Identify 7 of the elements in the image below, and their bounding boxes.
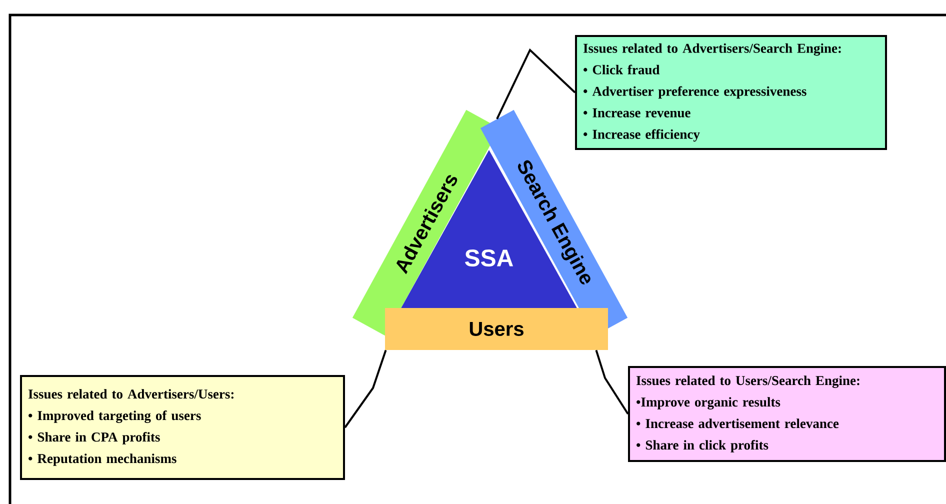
callout-box: Issues related to Advertisers/Users: • Improved targeting of users • Share in CPA profits • Reputation mechanisms (20, 375, 345, 480)
band: Users (385, 308, 608, 350)
callout-box: Issues related to Advertisers/Search Engine: • Click fraud • Advertiser preference expressiveness • Increase revenue • Increase efficiency (575, 35, 887, 150)
leader-line (595, 350, 629, 415)
leader-line (496, 48, 576, 120)
leader-line (344, 350, 387, 428)
callout-box: Issues related to Users/Search Engine: •Improve organic results • Increase advertisement relevance • Share in click profits (628, 366, 946, 462)
